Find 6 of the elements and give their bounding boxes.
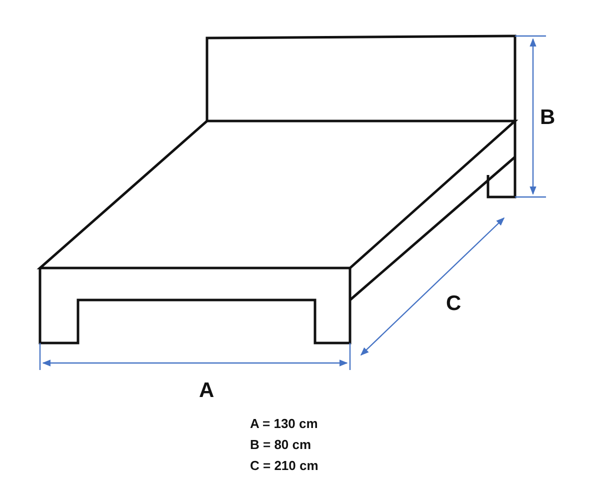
dimension-note: B = 80 cm — [250, 438, 312, 451]
dimension-letter: B — [540, 107, 556, 128]
dimension-letter: C — [446, 293, 462, 314]
dimension-letter: A — [199, 380, 214, 401]
dimension-note: C = 210 cm — [250, 459, 318, 472]
dimension-note: A = 130 cm — [250, 417, 318, 430]
